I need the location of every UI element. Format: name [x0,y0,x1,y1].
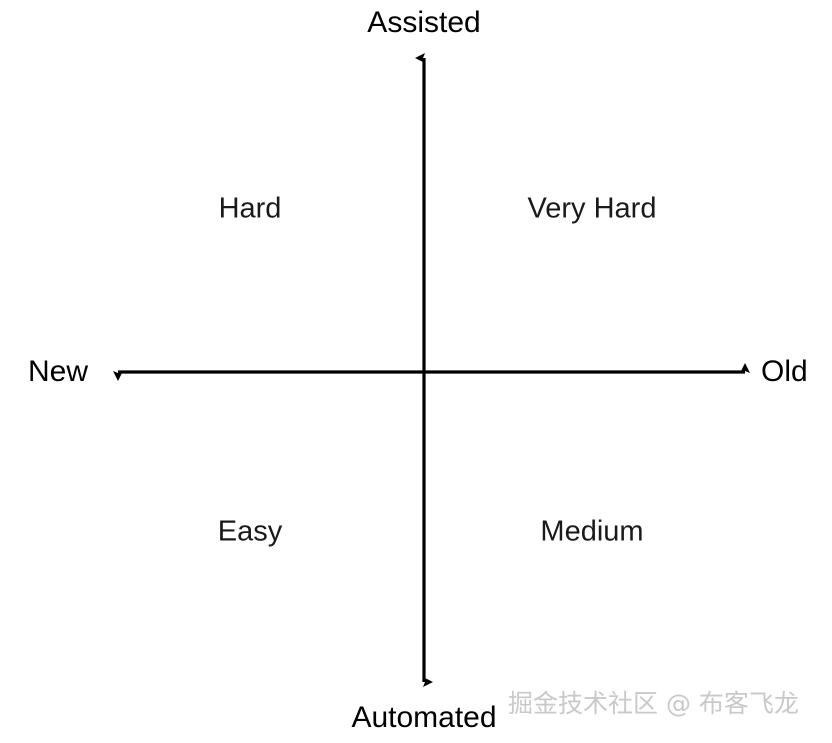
quadrant-label-bottom-right: Medium [540,515,644,548]
axis-label-old: Old [761,355,808,388]
axis-label-new: New [28,355,89,388]
quadrant-label-top-right: Very Hard [527,192,657,225]
watermark-text: 掘金技术社区 @ 布客飞龙 [508,689,799,718]
quadrant-label-top-left: Hard [218,192,282,225]
axis-label-assisted: Assisted [367,6,481,39]
quadrant-label-bottom-left: Easy [217,515,283,548]
axis-label-automated: Automated [351,701,497,734]
